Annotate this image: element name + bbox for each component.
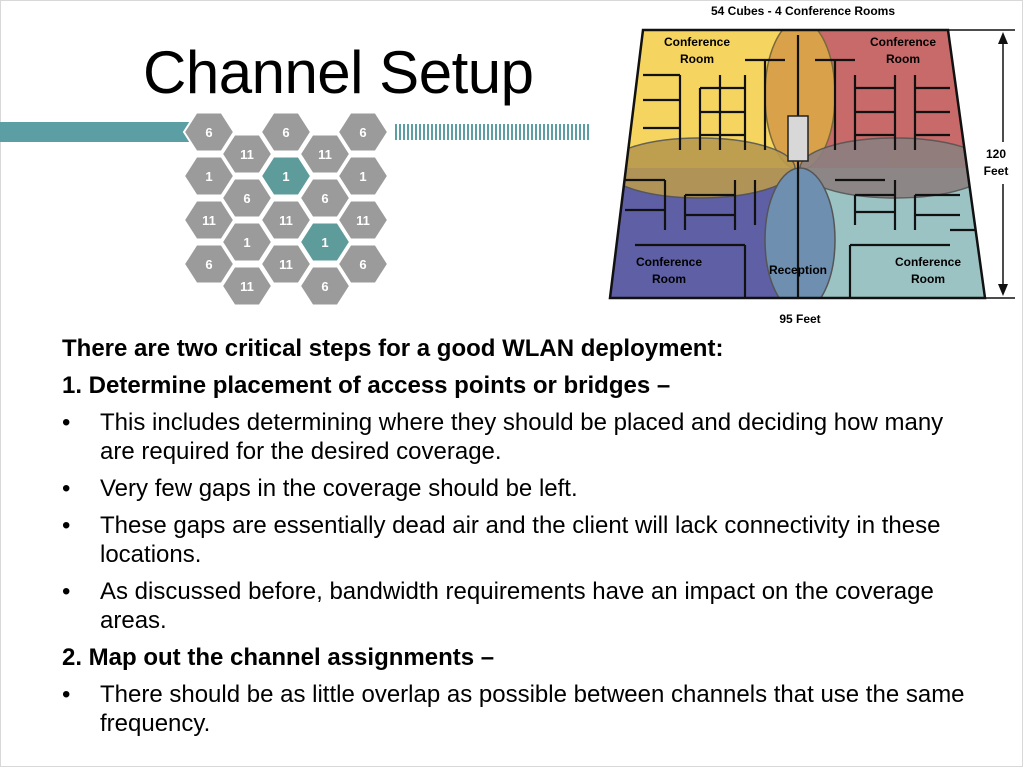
hex-cell xyxy=(298,177,352,219)
hex-cell xyxy=(220,265,274,307)
list-item: • As discussed before, bandwidth requirem… xyxy=(62,577,982,635)
intro-bold: There are two critical steps for a good … xyxy=(62,335,716,362)
bullet-text: As discussed before, bandwidth requireme… xyxy=(100,578,934,634)
reception-label: Reception xyxy=(769,263,827,277)
floor-plan-title: 54 Cubes - 4 Conference Rooms xyxy=(711,4,895,18)
step2-bullet-list: • There should be as little overlap as po… xyxy=(62,680,982,738)
hex-cell xyxy=(259,155,313,197)
hex-channel-label: 11 xyxy=(240,279,254,294)
room-label-bottom-left-2: Room xyxy=(652,272,686,286)
room-label-top-left-2: Room xyxy=(680,52,714,66)
overlap-bottom-center xyxy=(764,167,836,298)
hex-channel-label: 11 xyxy=(356,213,370,228)
hex-channel-label: 11 xyxy=(202,213,216,228)
title-rule-dots xyxy=(395,124,590,140)
hex-cell xyxy=(336,155,390,197)
height-arrow-up-icon xyxy=(998,32,1008,44)
room-label-bottom-right-1: Conference xyxy=(895,255,961,269)
intro-line: There are two critical steps for a good … xyxy=(62,334,982,363)
hex-channel-label: 1 xyxy=(321,235,328,250)
hex-cell xyxy=(298,265,352,307)
step1-heading: 1. Determine placement of access points … xyxy=(62,371,982,400)
hex-cell xyxy=(220,133,274,175)
hex-channel-label: 6 xyxy=(282,125,289,140)
step1-tail: – xyxy=(650,372,671,399)
hex-channel-label: 6 xyxy=(205,257,212,272)
bullet-glyph: • xyxy=(62,578,71,605)
hex-cell xyxy=(182,155,236,197)
hex-channel-label: 1 xyxy=(243,235,250,250)
list-item: • These gaps are essentially dead air and… xyxy=(62,511,982,569)
bullet-text: This includes determining where they sho… xyxy=(100,409,944,465)
floor-plan-diagram: 54 Cubes - 4 Conference Rooms Conference… xyxy=(608,4,1015,326)
list-item: • Very few gaps in the coverage should be… xyxy=(62,474,982,503)
height-label-1: 120 xyxy=(986,147,1006,161)
hex-channel-label: 11 xyxy=(279,213,293,228)
slide-title: Channel Setup xyxy=(143,39,534,106)
hex-cell xyxy=(259,199,313,241)
room-label-bottom-right-2: Room xyxy=(911,272,945,286)
step2-bold: 2. Map out the channel assignments xyxy=(62,644,475,671)
width-label: 95 Feet xyxy=(779,312,820,326)
hex-cell xyxy=(182,111,236,153)
room-label-bottom-left-1: Conference xyxy=(636,255,702,269)
room-label-top-right-2: Room xyxy=(886,52,920,66)
bullet-text: These gaps are essentially dead air and … xyxy=(100,512,941,568)
bullet-glyph: • xyxy=(62,409,71,436)
hex-cell xyxy=(298,221,352,263)
bullet-text: There should be as little overlap as pos… xyxy=(100,681,965,737)
hex-cell xyxy=(220,221,274,263)
body-text: There are two critical steps for a good … xyxy=(62,334,982,746)
access-point-marker xyxy=(787,115,809,162)
bullet-glyph: • xyxy=(62,512,71,539)
hex-cell xyxy=(220,177,274,219)
hex-channel-label: 6 xyxy=(321,279,328,294)
hex-channel-label: 6 xyxy=(359,257,366,272)
hex-channel-label: 1 xyxy=(205,169,212,184)
hex-channel-label: 11 xyxy=(279,257,293,272)
hex-cell xyxy=(336,111,390,153)
list-item: • There should be as little overlap as po… xyxy=(62,680,982,738)
hex-cell xyxy=(182,243,236,285)
step2-tail: – xyxy=(474,644,495,671)
height-arrow-down-icon xyxy=(998,284,1008,296)
hex-channel-label: 11 xyxy=(240,147,254,162)
hex-channel-label: 11 xyxy=(318,147,332,162)
room-label-top-left-1: Conference xyxy=(664,35,730,49)
hex-cell xyxy=(259,243,313,285)
bullet-glyph: • xyxy=(62,475,71,502)
room-label-top-right-1: Conference xyxy=(870,35,936,49)
title-rule-bar xyxy=(0,122,200,142)
hex-cell xyxy=(298,133,352,175)
step1-bullet-list: • This includes determining where they sh… xyxy=(62,408,982,635)
hex-cell xyxy=(336,199,390,241)
hex-cell xyxy=(259,111,313,153)
hex-cell xyxy=(336,243,390,285)
hex-channel-label: 1 xyxy=(282,169,289,184)
hex-channel-label: 6 xyxy=(359,125,366,140)
height-label-2: Feet xyxy=(984,164,1009,178)
step1-bold: 1. Determine placement of access points … xyxy=(62,372,651,399)
intro-tail: : xyxy=(715,335,724,362)
bullet-glyph: • xyxy=(62,681,71,708)
hex-channel-label: 6 xyxy=(243,191,250,206)
hex-cell xyxy=(182,199,236,241)
hex-channel-label: 1 xyxy=(359,169,366,184)
hex-channel-label: 6 xyxy=(205,125,212,140)
list-item: • This includes determining where they sh… xyxy=(62,408,982,466)
step2-heading: 2. Map out the channel assignments – xyxy=(62,643,982,672)
hex-channel-label: 6 xyxy=(321,191,328,206)
bullet-text: Very few gaps in the coverage should be … xyxy=(100,475,578,502)
